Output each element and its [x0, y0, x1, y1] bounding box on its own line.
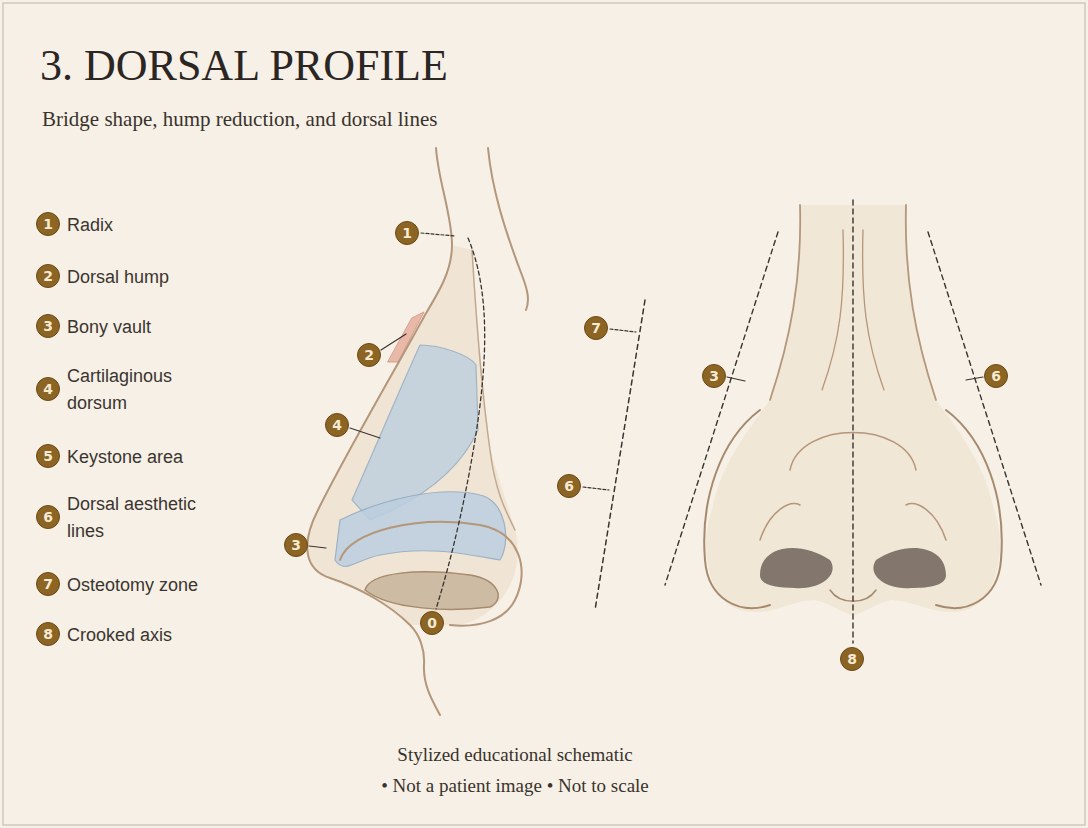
callout-number: 4 [325, 413, 349, 437]
legend-item-text: Dorsal hump [67, 264, 169, 291]
callout-digit: 1 [37, 213, 59, 235]
callout-number: 8Crooked axis [36, 622, 60, 646]
subtitle: Bridge shape, hump reduction, and dorsal… [42, 106, 437, 133]
legend-item-text: Cartilaginous dorsum [67, 363, 202, 417]
callout-number: 5Keystone area [36, 444, 60, 468]
legend-item-text: Crooked axis [67, 622, 172, 649]
front-view [665, 200, 1041, 643]
callout-digit: 8 [841, 648, 863, 670]
callout-digit: 7 [37, 573, 59, 595]
callout-number: 7Osteotomy zone [36, 572, 60, 596]
callout-digit: 4 [37, 378, 59, 400]
callout-digit: 6 [985, 365, 1007, 387]
callout-number: 8 [840, 647, 864, 671]
callout-number: 0 [420, 611, 444, 635]
callout-digit: 3 [37, 315, 59, 337]
callout-number: 7 [584, 316, 608, 340]
callout-digit: 6 [37, 506, 59, 528]
callout-number: 1Radix [36, 212, 60, 236]
callout-number: 3 [702, 364, 726, 388]
callout-number: 4Cartilaginous dorsum [36, 377, 60, 401]
callout-digit: 2 [37, 265, 59, 287]
legend-item-text: Radix [67, 212, 113, 239]
legend-item-text: Osteotomy zone [67, 572, 198, 599]
callout-number: 6 [557, 474, 581, 498]
callout-digit: 0 [421, 612, 443, 634]
callout-digit: 4 [326, 414, 348, 436]
callout-number: 6Dorsal aesthetic lines [36, 505, 60, 529]
callout-digit: 1 [396, 222, 418, 244]
caption-line: • Not a patient image • Not to scale [265, 774, 765, 799]
callout-digit: 8 [37, 623, 59, 645]
callout-digit: 7 [585, 317, 607, 339]
callout-digit: 2 [358, 344, 380, 366]
callout-number: 6 [984, 364, 1008, 388]
callout-digit: 5 [37, 445, 59, 467]
callout-number: 3 [284, 533, 308, 557]
callout-digit: 6 [558, 475, 580, 497]
callout-number: 2 [357, 343, 381, 367]
caption-line: Stylized educational schematic [265, 743, 765, 768]
callout-digit: 3 [703, 365, 725, 387]
callout-number: 1 [395, 221, 419, 245]
legend-item-text: Dorsal aesthetic lines [67, 491, 232, 545]
legend-item-text: Keystone area [67, 444, 183, 471]
callout-number: 2Dorsal hump [36, 264, 60, 288]
title: 3. DORSAL PROFILE [40, 40, 448, 93]
callout-digit: 3 [285, 534, 307, 556]
legend-item-text: Bony vault [67, 314, 151, 341]
frame [3, 3, 1085, 825]
callout-number: 3Bony vault [36, 314, 60, 338]
side-view [307, 148, 645, 715]
